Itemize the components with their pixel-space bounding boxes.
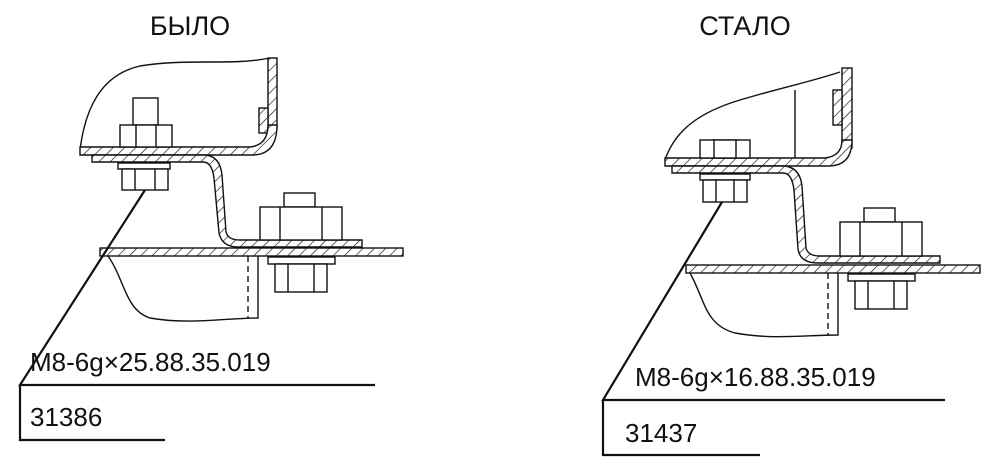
upper-plate xyxy=(79,124,278,156)
nut xyxy=(119,124,173,148)
z-bracket xyxy=(91,154,363,248)
washer xyxy=(117,162,171,170)
nut-2 xyxy=(259,206,343,241)
washer-2 xyxy=(847,273,916,282)
lower-body-outline xyxy=(689,272,839,338)
after-leader xyxy=(601,201,945,457)
upper-plate xyxy=(664,139,853,167)
upper-wall xyxy=(267,57,278,129)
upper-body-outline xyxy=(664,71,841,161)
bolt-stud-2 xyxy=(283,192,316,208)
after-assembly xyxy=(664,67,981,338)
upper-wall xyxy=(841,67,853,149)
base-plate xyxy=(99,247,404,257)
before-assembly xyxy=(79,57,404,322)
base-plate xyxy=(685,264,981,274)
after-part-number: 31437 xyxy=(625,418,697,448)
lower-nut-2 xyxy=(274,263,328,293)
washer-2 xyxy=(267,256,336,265)
bolt-stud-2 xyxy=(863,207,896,223)
washer xyxy=(699,173,751,181)
before-designation: M8-6g×25.88.35.019 xyxy=(30,347,271,377)
upper-body-outline xyxy=(79,57,271,151)
lower-body-outline xyxy=(107,255,259,322)
after-title: СТАЛО xyxy=(699,11,791,41)
before-leader xyxy=(17,189,375,442)
nut-2 xyxy=(839,221,923,257)
after-designation: M8-6g×16.88.35.019 xyxy=(635,362,876,392)
lower-nut xyxy=(121,168,169,191)
lower-nut-2 xyxy=(854,280,908,310)
bolt-stud xyxy=(132,97,159,126)
lower-nut xyxy=(702,179,748,203)
before-title: БЫЛО xyxy=(150,11,230,41)
z-bracket xyxy=(671,165,941,264)
before-part-number: 31386 xyxy=(30,402,102,432)
